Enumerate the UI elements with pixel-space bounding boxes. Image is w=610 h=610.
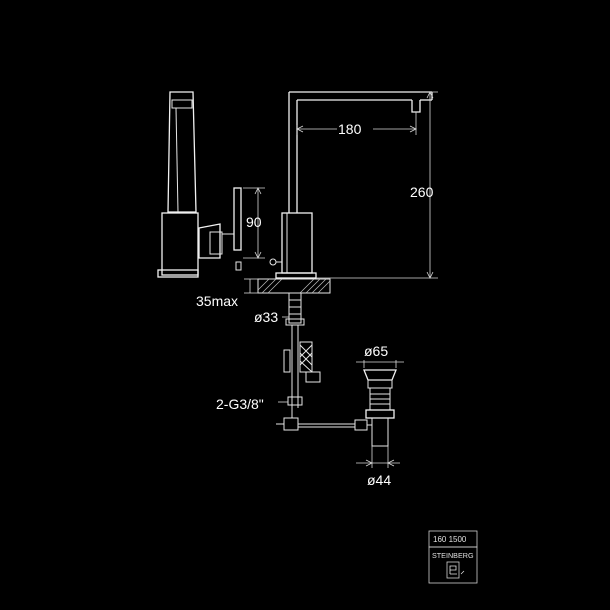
lever-height-dimension: 90 — [243, 187, 265, 259]
lever-height-label: 90 — [246, 214, 262, 230]
popup-rod — [276, 408, 355, 431]
hole-label: ø33 — [254, 309, 278, 325]
side-view — [157, 91, 242, 278]
connection-dimension: 2-G3/8" — [216, 396, 288, 412]
brand-name: STEINBERG — [432, 551, 474, 560]
waste-top-label: ø65 — [364, 343, 388, 359]
hole-dimension: ø33 — [254, 309, 289, 325]
spout-reach-dimension: 180 — [296, 112, 417, 137]
countertop — [257, 278, 331, 294]
waste-bottom-dimension: ø44 — [356, 446, 400, 488]
title-block: 160 1500 STEINBERG — [428, 530, 478, 584]
waste-bottom-label: ø44 — [367, 472, 391, 488]
connection-label: 2-G3/8" — [216, 396, 264, 412]
waste-top-dimension: ø65 — [356, 343, 404, 368]
article-number: 160 1500 — [433, 535, 467, 544]
spout-reach-label: 180 — [338, 121, 362, 137]
waste-valve — [354, 369, 397, 447]
steinberg-logo-icon — [446, 561, 465, 579]
thickness-dimension: 35max — [196, 278, 258, 309]
mounting-shank — [283, 292, 321, 408]
total-height-label: 260 — [410, 184, 434, 200]
front-view — [269, 91, 433, 279]
thickness-label: 35max — [196, 293, 238, 309]
total-height-dimension: 260 — [316, 91, 438, 279]
